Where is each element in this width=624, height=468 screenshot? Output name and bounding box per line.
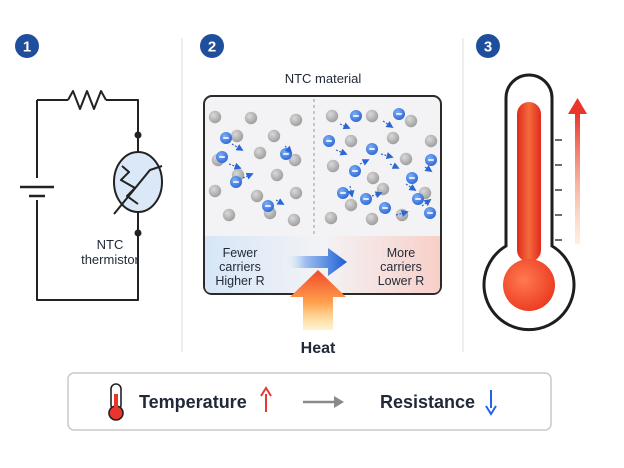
atom-icon (404, 114, 418, 128)
atom-icon (287, 213, 301, 227)
electron-icon (350, 110, 362, 122)
step-badge-2: 2 (200, 34, 224, 58)
atom-icon (267, 129, 281, 143)
rising-temperature-arrow-icon (568, 98, 587, 244)
battery-icon (20, 185, 54, 198)
lower-r-label: Lower R (378, 274, 425, 288)
drift-arrow-icon (359, 159, 370, 166)
thermistor-label-1: NTC (97, 237, 124, 252)
more-label: More (387, 246, 416, 260)
atom-icon (289, 186, 303, 200)
electron-icon (379, 202, 391, 214)
electron-icon (262, 200, 274, 212)
atom-icon (324, 211, 338, 225)
drift-arrow-icon (242, 172, 254, 180)
drift-arrow-icon (347, 185, 355, 198)
atom-icon (365, 212, 379, 226)
material-title: NTC material (285, 71, 362, 86)
thermometer-icon (482, 73, 576, 332)
drift-arrow-icon (339, 122, 351, 130)
drift-arrow-icon (405, 183, 417, 191)
electron-icon (220, 132, 232, 144)
electron-icon (424, 207, 436, 219)
electron-icon (360, 193, 372, 205)
atom-icon (424, 134, 438, 148)
flow-arrow-icon (282, 248, 347, 276)
atom-icon (270, 168, 284, 182)
electron-icon (230, 176, 242, 188)
electron-icon (425, 154, 437, 166)
electron-icon (412, 193, 424, 205)
drift-arrow-icon (284, 145, 293, 154)
drift-arrow-icon (231, 143, 244, 151)
carriers-left-label: carriers (219, 260, 261, 274)
drift-arrow-icon (335, 148, 348, 156)
electron-icon (349, 165, 361, 177)
wire-left-bottom (36, 200, 139, 301)
atom-icon (289, 113, 303, 127)
small-thermometer-icon (108, 383, 124, 421)
resistor-icon (67, 90, 107, 110)
drift-arrow-layer (228, 120, 433, 217)
atom-icon (386, 131, 400, 145)
svg-text:3: 3 (484, 39, 492, 56)
svg-text:1: 1 (23, 39, 31, 56)
drift-arrow-icon (380, 152, 394, 160)
heat-arrow-icon (290, 270, 346, 330)
atom-icon (208, 184, 222, 198)
step-badge-3: 3 (476, 34, 500, 58)
atom-icon (326, 159, 340, 173)
heat-label: Heat (301, 340, 336, 357)
electron-icon (280, 148, 292, 160)
electron-icon (406, 172, 418, 184)
fewer-label: Fewer (223, 246, 258, 260)
electron-icon (323, 135, 335, 147)
atom-icon (366, 171, 380, 185)
drift-arrow-icon (371, 191, 383, 199)
atom-icon (208, 110, 222, 124)
atom-icon (399, 152, 413, 166)
step-badge-1: 1 (15, 34, 39, 58)
thermistor-label-2: thermistor (81, 252, 139, 267)
electron-icon (366, 143, 378, 155)
drift-arrow-icon (424, 165, 433, 172)
electron-icon (216, 151, 228, 163)
atom-icon (230, 129, 244, 143)
carriers-right-label: carriers (380, 260, 422, 274)
circuit (36, 90, 139, 301)
atom-icon (244, 111, 258, 125)
electron-icon (337, 187, 349, 199)
electron-layer (216, 108, 437, 219)
atom-icon (288, 153, 302, 167)
atom-layer (208, 109, 438, 227)
temperature-label: Temperature (139, 392, 247, 412)
resistance-label: Resistance (380, 392, 475, 412)
drift-arrow-icon (389, 162, 400, 169)
drift-arrow-icon (382, 120, 394, 128)
wire-top-right (106, 99, 139, 135)
atom-icon (344, 134, 358, 148)
atom-icon (365, 109, 379, 123)
drift-arrow-icon (228, 162, 242, 170)
arrow-right-icon (303, 396, 344, 408)
atom-icon (222, 208, 236, 222)
thermistor-icon (113, 135, 163, 233)
drift-arrow-icon (275, 198, 285, 205)
svg-text:2: 2 (208, 39, 216, 56)
atom-icon (253, 146, 267, 160)
arrow-down-icon (485, 390, 497, 416)
drift-arrow-icon (421, 198, 432, 207)
atom-icon (250, 189, 264, 203)
atom-icon (344, 198, 358, 212)
arrow-up-icon (260, 386, 272, 412)
higher-r-label: Higher R (215, 274, 264, 288)
drift-arrow-icon (395, 209, 409, 217)
atom-icon (325, 109, 339, 123)
electron-icon (393, 108, 405, 120)
